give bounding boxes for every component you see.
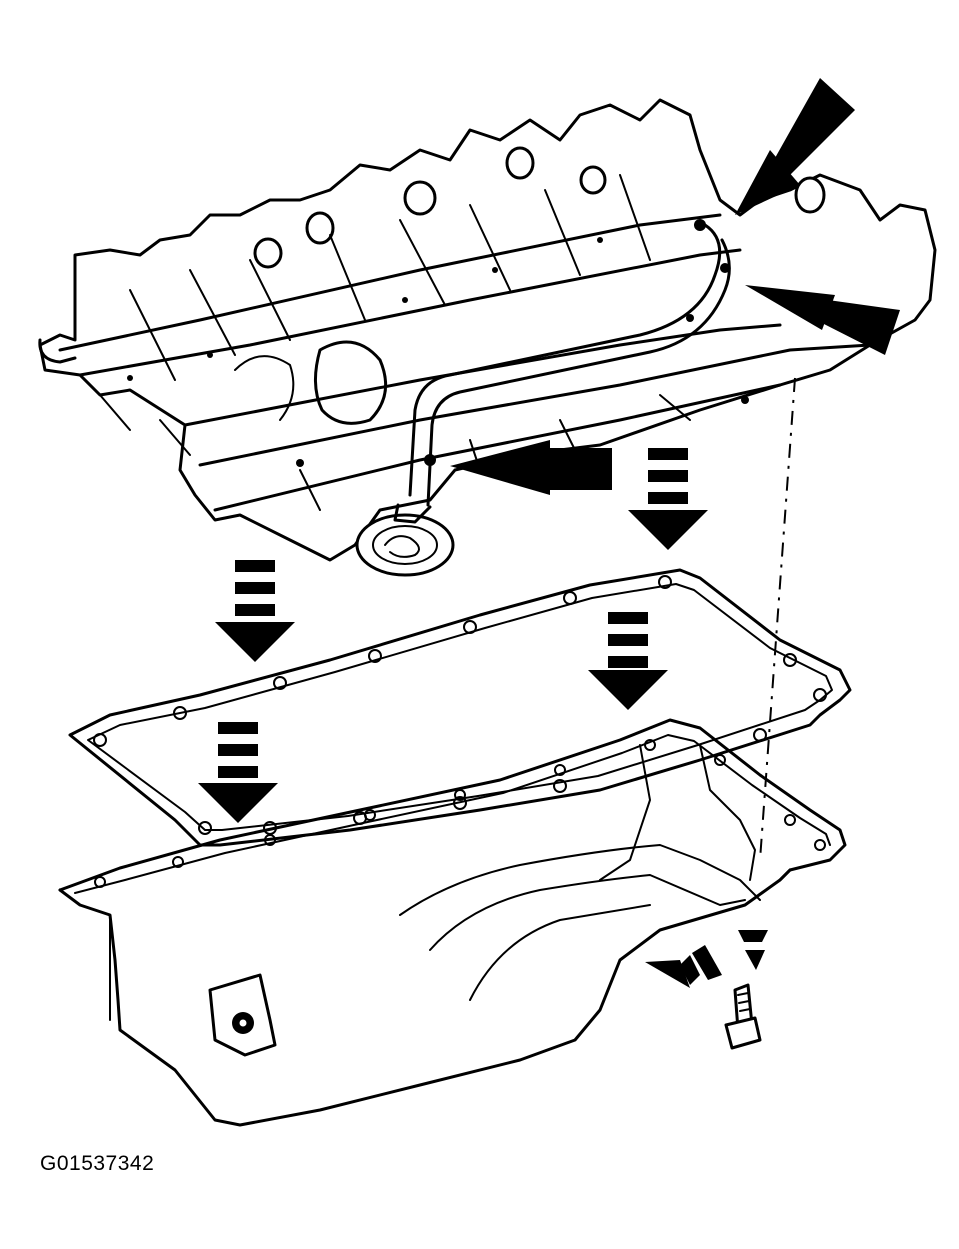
figure-code-label: G01537342 (40, 1152, 155, 1175)
drain-plug-bolt (724, 983, 762, 1050)
arrow-down-1 (628, 448, 708, 550)
arrow-down-3 (588, 612, 668, 710)
arrow-top-right-2 (745, 285, 900, 355)
oil-pan-gasket (68, 568, 852, 847)
arrow-bolt-down (738, 930, 768, 970)
oil-pickup-tube (355, 223, 731, 577)
oil-pan (58, 718, 847, 1127)
arrow-down-4 (198, 722, 278, 823)
arrow-down-2 (215, 560, 295, 662)
arrow-pickup-left (450, 440, 612, 495)
alignment-centerline (759, 377, 796, 861)
arrow-bolt-left (645, 945, 722, 988)
arrow-top-right-1 (735, 78, 855, 215)
engine-block (38, 98, 937, 562)
